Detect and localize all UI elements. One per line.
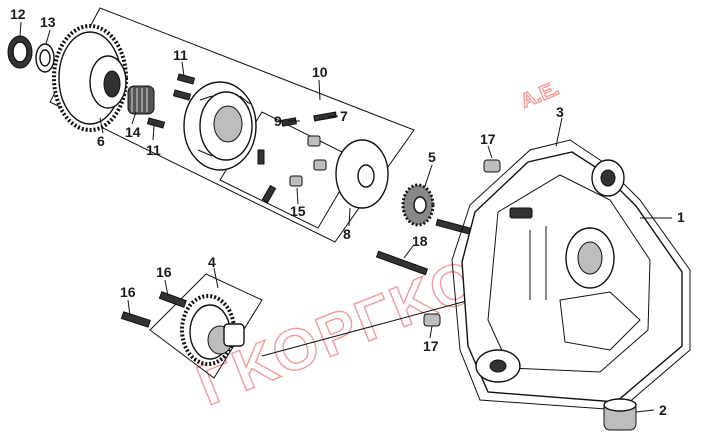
callout-8: 8 bbox=[343, 226, 351, 242]
gasket-part bbox=[451, 139, 691, 411]
callout-11-bottom: 11 bbox=[146, 142, 161, 158]
dowel-pin-parts bbox=[423, 159, 501, 327]
callout-16-top: 16 bbox=[156, 264, 172, 280]
callout-5: 5 bbox=[428, 149, 436, 165]
bearing-part bbox=[7, 35, 33, 69]
clutch-housing-part bbox=[183, 81, 257, 171]
assembly-frame-lower bbox=[149, 273, 263, 379]
needle-bearing-part bbox=[127, 85, 155, 115]
callout-12: 12 bbox=[10, 6, 26, 22]
callout-17-bottom: 17 bbox=[423, 338, 439, 354]
small-gear-part bbox=[401, 183, 435, 227]
bolt-part-upper bbox=[146, 73, 196, 129]
callout-9: 9 bbox=[274, 113, 282, 129]
leader-line bbox=[261, 299, 471, 357]
callout-6: 6 bbox=[97, 133, 105, 149]
callout-13: 13 bbox=[40, 14, 56, 30]
bolt-part-lower bbox=[120, 291, 187, 328]
crankcase-part bbox=[461, 151, 683, 403]
callout-14: 14 bbox=[125, 124, 141, 140]
callout-16-bottom: 16 bbox=[120, 284, 136, 300]
callout-11-top: 11 bbox=[173, 47, 188, 63]
callout-3: 3 bbox=[556, 104, 564, 120]
washer-part bbox=[35, 43, 55, 73]
bushing-part bbox=[603, 398, 637, 431]
callout-1: 1 bbox=[677, 209, 685, 225]
callout-18: 18 bbox=[412, 233, 428, 249]
callout-4: 4 bbox=[208, 254, 216, 270]
clutch-plate-part bbox=[335, 139, 389, 209]
callout-10: 10 bbox=[312, 64, 328, 80]
callout-17-top: 17 bbox=[480, 131, 496, 147]
callout-7: 7 bbox=[340, 108, 348, 124]
leader-lines bbox=[19, 21, 672, 413]
callout-labels: 12 13 11 10 9 7 14 6 11 15 8 5 17 3 18 1… bbox=[10, 6, 685, 418]
starter-gear-part bbox=[180, 294, 245, 366]
driven-gear-part bbox=[52, 24, 128, 132]
callout-2: 2 bbox=[659, 402, 667, 418]
callout-15: 15 bbox=[290, 203, 306, 219]
